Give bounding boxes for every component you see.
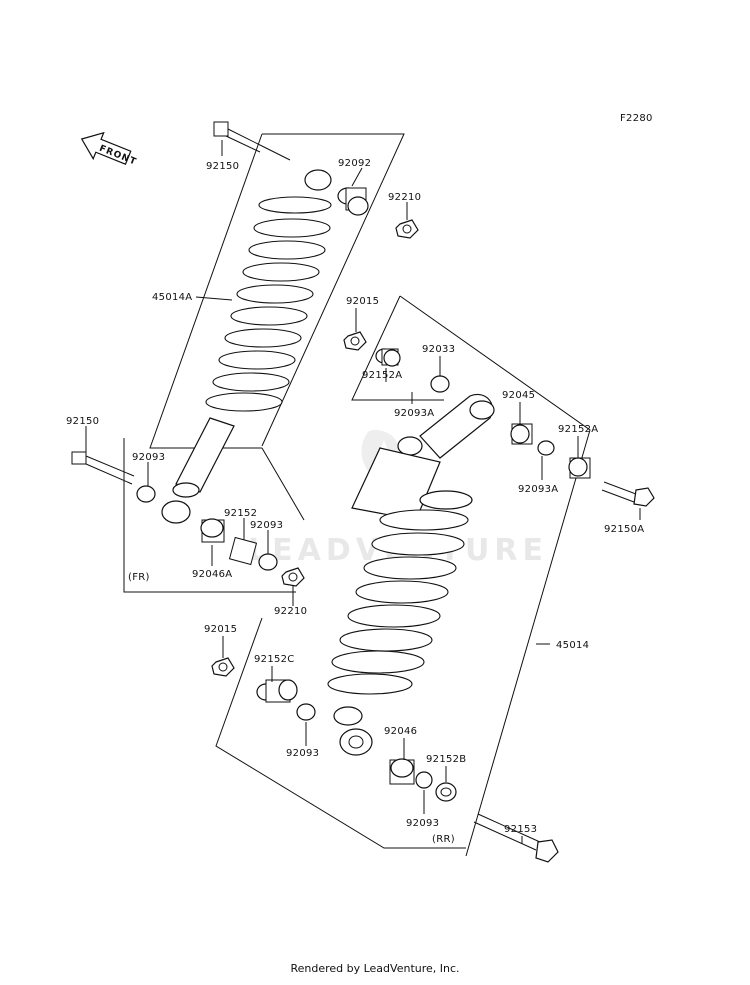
collar-92152A-left: [375, 348, 401, 367]
label-92152A-right: 92152A: [558, 424, 598, 435]
collar-92152: [228, 536, 258, 566]
bearing-92046: [389, 758, 415, 785]
label-92093-fl: 92093: [132, 452, 165, 463]
diagram-code: F2280: [620, 113, 653, 124]
label-92093-rl: 92093: [286, 748, 319, 759]
label-92092: 92092: [338, 158, 371, 169]
bolt-92150-left: [71, 451, 135, 485]
collar-92152C: [256, 679, 298, 703]
label-group-front: (FR): [128, 572, 150, 583]
label-92033: 92033: [422, 344, 455, 355]
label-92015-top: 92015: [346, 296, 379, 307]
bearing-92045: [510, 423, 533, 445]
washer-92093-rb: [415, 771, 433, 789]
label-92046A: 92046A: [192, 569, 232, 580]
nut-92210-bottom: [281, 567, 305, 587]
bolt-92150-top: [213, 121, 291, 161]
bushing-92092: [337, 187, 369, 216]
rear-hardware: [211, 331, 655, 863]
washer-92093-fl: [136, 485, 156, 503]
label-92093A-right: 92093A: [518, 484, 558, 495]
front-hardware: [71, 121, 419, 593]
footer-credit: Rendered by LeadVenture, Inc.: [290, 962, 460, 975]
label-92093A-left: 92093A: [394, 408, 434, 419]
label-45014A: 45014A: [152, 292, 192, 303]
nut-92015-bottom: [211, 657, 235, 677]
washer-92093-fr: [258, 553, 278, 571]
bearing-92046A: [200, 518, 225, 543]
label-92150-top: 92150: [206, 161, 239, 172]
nut-92015-top: [343, 331, 367, 351]
collar-92152B: [435, 782, 457, 802]
label-92152A-left: 92152A: [362, 370, 402, 381]
label-92210-top: 92210: [388, 192, 421, 203]
leader-lines: [85, 140, 641, 844]
label-45014: 45014: [556, 640, 589, 651]
rear-shock-absorber: [215, 295, 591, 857]
label-92046: 92046: [384, 726, 417, 737]
bolt-92150A: [601, 481, 655, 507]
part-labels: 92150 92092 92210 45014A 92150 92093 921…: [66, 158, 644, 845]
washer-92093A-right: [537, 440, 555, 456]
label-92093-fr: 92093: [250, 520, 283, 531]
collar-92152A-right: [568, 457, 591, 479]
washer-92093-rl: [296, 703, 316, 721]
label-92150A: 92150A: [604, 524, 644, 535]
label-92152C: 92152C: [254, 654, 295, 665]
label-92210-bottom: 92210: [274, 606, 307, 617]
nut-92210-top: [395, 219, 419, 239]
label-92150-left: 92150: [66, 416, 99, 427]
label-92152B: 92152B: [426, 754, 466, 765]
label-92153: 92153: [504, 824, 537, 835]
front-arrow-icon: FRONT: [80, 131, 138, 168]
label-92015-bottom: 92015: [204, 624, 237, 635]
label-92045: 92045: [502, 390, 535, 401]
label-group-rear: (RR): [432, 834, 455, 845]
front-shock-absorber: [149, 133, 405, 524]
label-92093-rb: 92093: [406, 818, 439, 829]
bolt-92153: [473, 813, 559, 863]
circlip-92033: [430, 375, 450, 393]
label-92152-front: 92152: [224, 508, 257, 519]
